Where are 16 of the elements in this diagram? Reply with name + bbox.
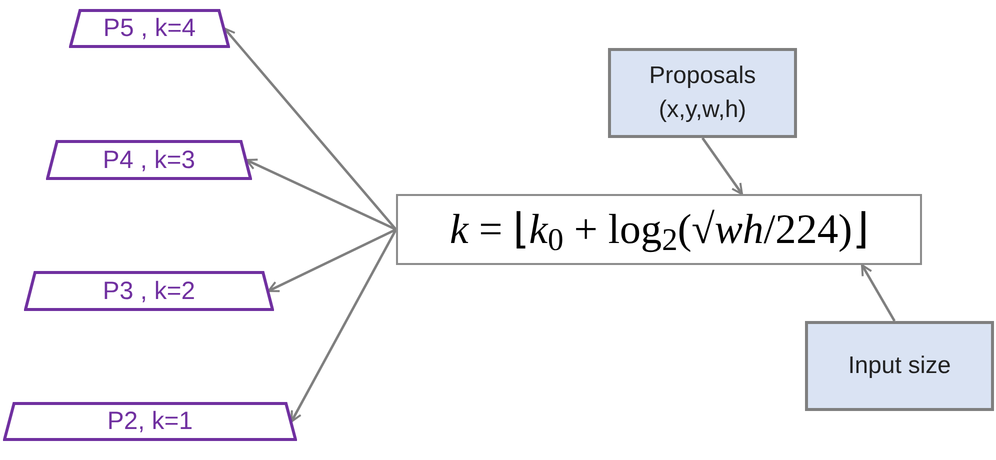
level-label: P2, k=1: [107, 409, 193, 434]
formula: k = ⌊k$_{0}$ + log$_{2}$(√wh/224)⌋: [450, 208, 868, 250]
formula-box: [396, 194, 922, 265]
input-box: [805, 321, 994, 411]
box-label: Proposals (x,y,w,h): [648, 61, 757, 125]
arrow: [860, 264, 896, 322]
level-label: P5 , k=4: [103, 16, 196, 41]
level-label: P4 , k=3: [102, 148, 196, 172]
arrow: [701, 137, 744, 195]
level-label: P3 , k=2: [102, 278, 196, 304]
input-box: [608, 48, 797, 138]
box-label: Input size: [848, 351, 951, 382]
arrow: [224, 28, 397, 230]
arrow: [246, 158, 397, 231]
arrow: [290, 228, 398, 422]
arrow: [268, 228, 397, 292]
